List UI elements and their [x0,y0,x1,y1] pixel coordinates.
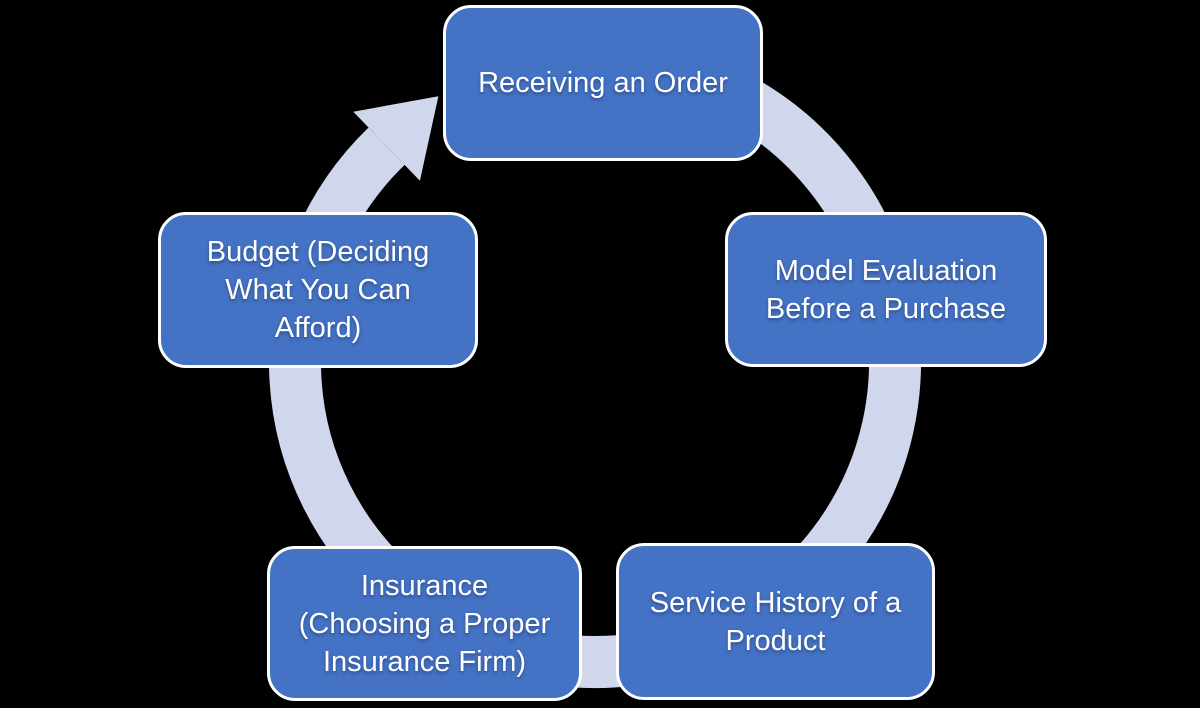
node-budget: Budget (Deciding What You Can Afford) [158,212,478,368]
node-receiving-an-order: Receiving an Order [443,5,763,161]
node-label-line: Budget (Deciding [206,236,430,268]
node-insurance: Insurance (Choosing a Proper Insurance F… [267,546,582,701]
node-label-line: Before a Purchase [765,292,1007,325]
node-service-history: Service History of a Product [616,543,935,700]
node-label-line: Afford) [274,312,362,344]
node-label-line: Insurance [360,569,489,602]
node-label-line: Model Evaluation [774,254,998,287]
node-label-line: Service History of a [649,586,902,619]
node-model-evaluation: Model Evaluation Before a Purchase [725,212,1047,367]
node-label-line: (Choosing a Proper [298,607,551,640]
node-label-line: What You Can [225,274,411,306]
clockwise-arrowhead-icon [353,96,439,181]
node-label-line: Insurance Firm) [322,645,527,678]
node-label-line: Product [725,624,826,657]
node-label-line: Receiving an Order [478,67,728,99]
